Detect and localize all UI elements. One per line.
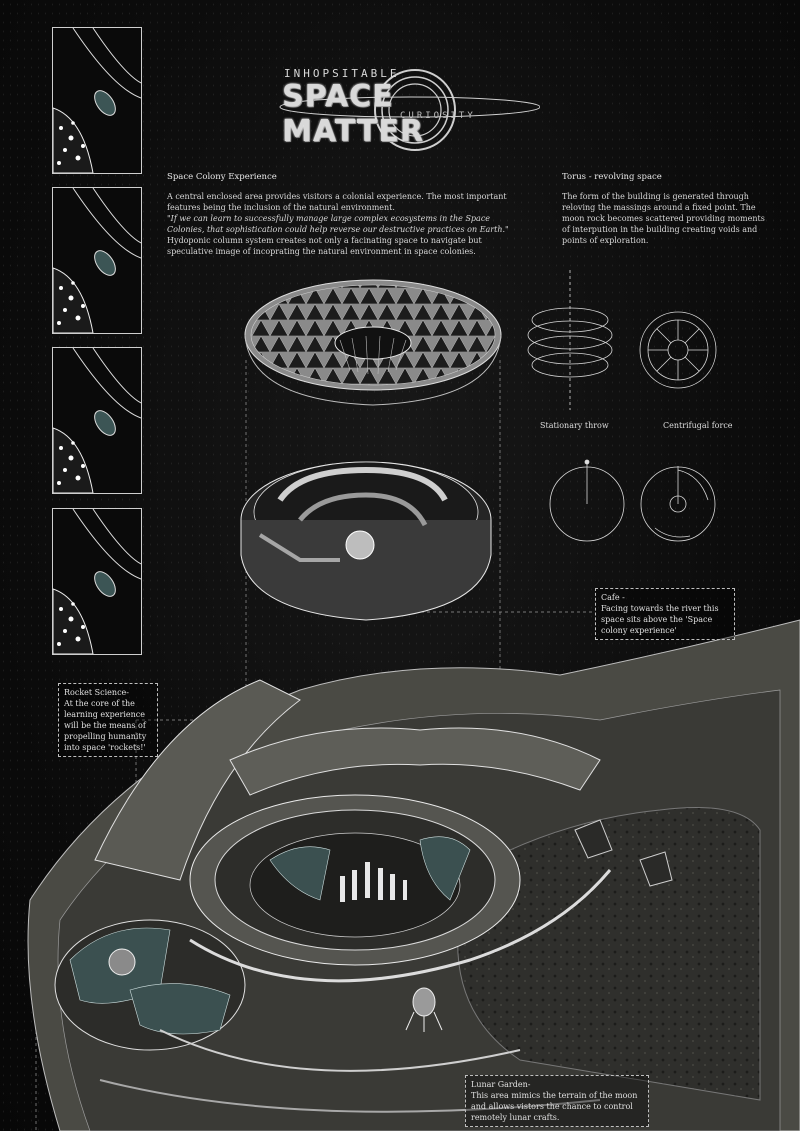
torus-text: The form of the building is generated th… — [562, 192, 765, 245]
callout-rocket-title: Rocket Science- — [64, 688, 129, 697]
title-main: SPACE MATTER — [282, 79, 424, 149]
colony-heading: Space Colony Experience — [167, 172, 277, 182]
callout-lunar: Lunar Garden- This area mimics the terra… — [465, 1075, 649, 1127]
caption-stationary: Stationary throw — [540, 421, 609, 430]
roof-dome — [244, 279, 502, 406]
callout-rocket-text: At the core of the learning experience w… — [64, 699, 147, 752]
title-sub: CURIOSITY — [400, 111, 476, 121]
ring-level — [240, 461, 492, 621]
colony-quote: "If we can learn to successfully manage … — [167, 214, 509, 234]
callout-lunar-text: This area mimics the terrain of the moon… — [471, 1091, 638, 1122]
callout-cafe-title: Cafe - — [601, 593, 625, 602]
colony-para2: Hydoponic column system creates not only… — [167, 236, 482, 256]
thumbnail-1 — [52, 27, 142, 174]
callout-lunar-title: Lunar Garden- — [471, 1080, 531, 1089]
building-base — [27, 619, 800, 1131]
torus-heading: Torus - revolving space — [562, 172, 662, 182]
callout-cafe-text: Facing towards the river this space sits… — [601, 604, 719, 635]
ring-emblem-icon — [279, 69, 541, 151]
caption-centrifugal: Centrifugal force — [663, 421, 733, 430]
callout-cafe: Cafe - Facing towards the river this spa… — [595, 588, 735, 640]
title-top: INHOPSITABLE — [284, 67, 400, 80]
thumbnail-3 — [52, 347, 142, 494]
thumbnail-2 — [52, 187, 142, 334]
colony-para1: A central enclosed area provides visitor… — [167, 192, 507, 212]
thumbnail-4 — [52, 508, 142, 655]
title-logo: INHOPSITABLE SPACE MATTER CURIOSITY — [270, 55, 541, 155]
callout-rocket: Rocket Science- At the core of the learn… — [58, 683, 158, 757]
colony-text: A central enclosed area provides visitor… — [167, 191, 517, 257]
torus-diagrams — [527, 270, 717, 542]
